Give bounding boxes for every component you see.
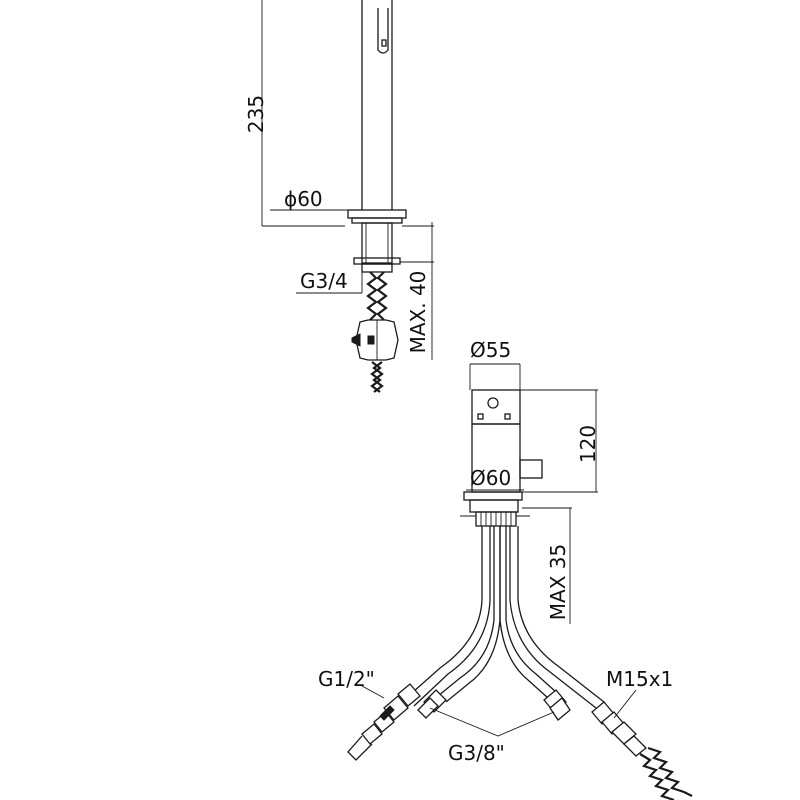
center-hose-thread-label: G3/8" — [448, 741, 505, 765]
upper-unit: 235 ϕ60 G3/4 MAX. 40 — [244, 0, 434, 393]
right-hose-fitting — [591, 701, 693, 800]
center-left-fitting — [417, 689, 447, 719]
lower-top-diameter-dimension: Ø55 — [469, 338, 521, 390]
lower-unit-body — [460, 389, 543, 527]
upper-base-diameter-dimension: ϕ60 — [270, 187, 362, 211]
lower-base-diameter-label: Ø60 — [470, 466, 511, 490]
upper-max-depth-label: MAX. 40 — [406, 271, 430, 354]
upper-height-label: 235 — [244, 95, 268, 133]
left-hose-fitting — [347, 683, 421, 761]
left-hose-thread-label: G1/2" — [318, 667, 375, 691]
right-hose-thread-callout: M15x1 — [606, 667, 673, 719]
center-hose-thread-callout: G3/8" — [429, 707, 555, 765]
upper-hose — [351, 271, 399, 393]
lower-height-dimension: 120 — [520, 389, 600, 493]
lower-max-depth-dimension: MAX 35 — [522, 507, 572, 624]
upper-unit-body — [347, 0, 407, 393]
left-hose-thread-callout: G1/2" — [318, 667, 385, 699]
lower-unit: Ø55 120 Ø60 MAX 35 — [318, 338, 693, 800]
upper-thread-label: G3/4 — [300, 269, 348, 293]
lower-height-label: 120 — [576, 425, 600, 463]
upper-height-dimension: 235 — [244, 0, 345, 227]
center-right-fitting — [543, 689, 571, 721]
upper-base-diameter-label: ϕ60 — [284, 187, 323, 211]
lower-hoses — [403, 526, 605, 709]
upper-max-depth-dimension: MAX. 40 — [400, 222, 434, 360]
right-hose-thread-label: M15x1 — [606, 667, 673, 691]
lower-max-depth-label: MAX 35 — [546, 544, 570, 620]
lower-top-diameter-label: Ø55 — [470, 338, 511, 362]
upper-thread-dimension: G3/4 — [296, 262, 363, 294]
lower-base-diameter-dimension: Ø60 — [466, 466, 524, 491]
